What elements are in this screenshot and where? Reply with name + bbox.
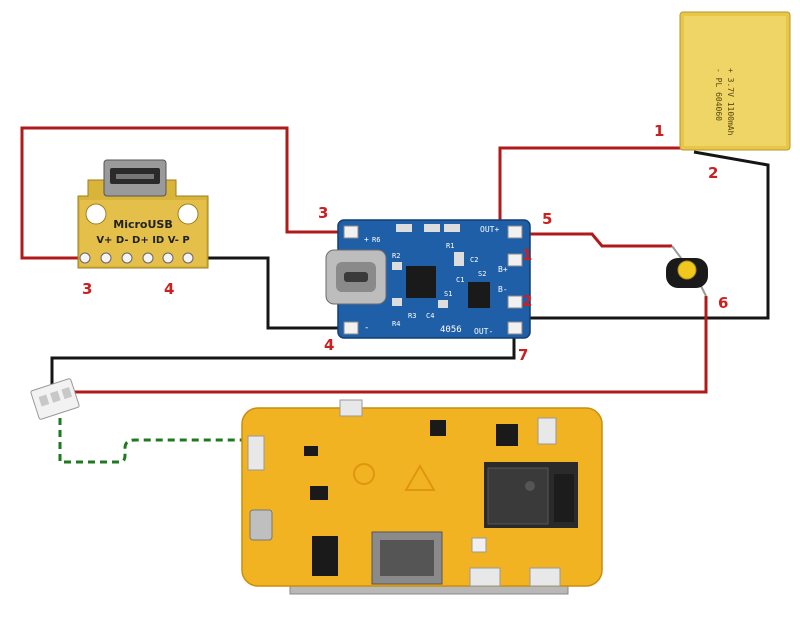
sd-card-slot-icon: [371, 531, 443, 585]
silk-r1: R1: [446, 242, 454, 250]
silk-b-minus: B-: [498, 285, 508, 294]
pad-out-plus: [507, 225, 523, 239]
jst-connector-icon: [30, 378, 80, 420]
label-switch-out: 6: [718, 294, 728, 312]
ic-chip-1: [312, 536, 338, 576]
rgb-led: [471, 537, 487, 553]
esp32-display-board: [241, 399, 603, 595]
pad-plus: [343, 225, 359, 239]
silk-out-minus: OUT-: [474, 327, 493, 336]
wire-outplus-to-switch: [514, 232, 672, 248]
label-charger-plus: 3: [318, 204, 328, 222]
label-b-plus: 1: [522, 246, 532, 264]
jst-socket-left: [247, 435, 265, 471]
push-button-icon: [666, 245, 708, 297]
silk-b-plus: B+: [498, 265, 508, 274]
pad-minus: [343, 321, 359, 335]
ic-chip-5: [304, 446, 318, 456]
micro-usb-port-icon: [249, 509, 273, 541]
ic-chip-3: [430, 420, 446, 436]
warning-triangle-icon: [353, 463, 436, 491]
silk-c2: C2: [470, 256, 478, 264]
silk-r2: R2: [392, 252, 400, 260]
label-battery-plus: 1: [654, 122, 664, 140]
jst-socket-bottom-1: [469, 567, 501, 587]
wire-switch-to-display-red: [72, 296, 708, 394]
battery-label-line1: - PL 604060: [714, 68, 723, 121]
usb-c-port-icon: [325, 249, 387, 305]
wire-outminus-to-display-black: [50, 330, 516, 385]
label-usb-vminus: 4: [164, 280, 174, 298]
wire-usb-vminus-to-charger-minus: [188, 256, 350, 330]
label-b-minus: 2: [522, 292, 532, 310]
silk-c1: C1: [456, 276, 464, 284]
usb-board-pins: V+ D- D+ ID V- P: [96, 235, 189, 246]
silk-r4: R4: [392, 320, 400, 328]
wire-usb-vplus-to-charger-plus: [20, 126, 352, 260]
jst-socket-right: [537, 417, 557, 445]
silk-s2: S2: [478, 270, 486, 278]
pad-out-minus: [507, 321, 523, 335]
battery-label-line2: + 3.7V 1100mAh: [726, 68, 735, 136]
micro-usb-port-icon: [103, 159, 167, 197]
usb-board-title: MicroUSB: [113, 218, 172, 231]
silk-4056: 4056: [440, 325, 462, 335]
jst-socket-top: [339, 399, 363, 417]
arrow-connector-to-display: [58, 418, 258, 464]
label-usb-vplus: 3: [82, 280, 92, 298]
label-out-minus: 7: [518, 346, 528, 364]
silk-r3: R3: [408, 312, 416, 320]
silk-s1: S1: [444, 290, 452, 298]
silk-plus: +: [364, 235, 369, 244]
silk-c4: C4: [426, 312, 434, 320]
ic-chip-4: [310, 486, 328, 500]
mosfet-ic: [468, 282, 490, 308]
jst-socket-bottom-2: [529, 567, 561, 587]
lipo-battery: - PL 604060 + 3.7V 1100mAh: [679, 11, 791, 151]
silk-r6: R6: [372, 236, 380, 244]
micro-usb-breakout-board: MicroUSB V+ D- D+ ID V- P: [77, 159, 209, 269]
pad-b-minus: [507, 295, 523, 309]
ic-chip-2: [496, 424, 518, 446]
label-battery-minus: 2: [708, 164, 718, 182]
silk-minus: -: [364, 323, 369, 333]
charger-ic: [406, 266, 436, 298]
silk-out-plus: OUT+: [480, 225, 499, 234]
esp32-module-icon: [484, 462, 578, 528]
label-charger-minus: 4: [324, 336, 334, 354]
label-out-plus: 5: [542, 210, 552, 228]
tp4056-charger-board: + R6 - OUT+ B+ B- OUT- 4056 R2 R1 R3 R4 …: [325, 219, 531, 339]
pad-b-plus: [507, 253, 523, 267]
